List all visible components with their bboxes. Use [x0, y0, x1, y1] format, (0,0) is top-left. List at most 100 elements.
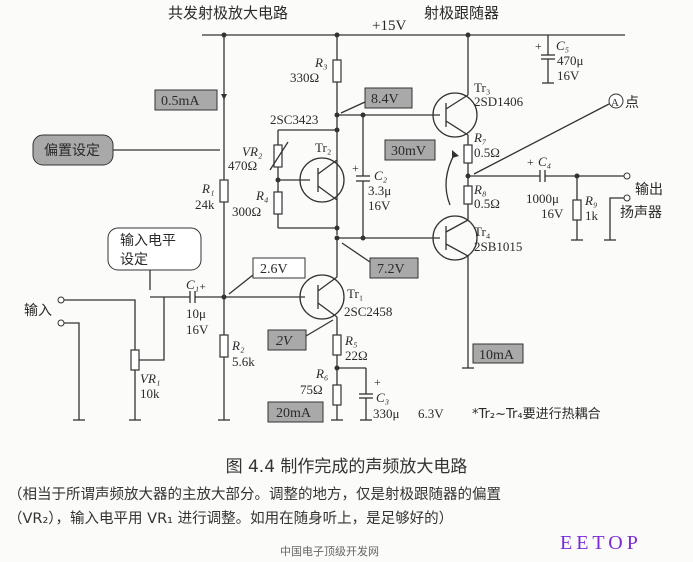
current-0-5ma: 0.5mA: [161, 94, 200, 109]
voltage-box-2-6v: [252, 257, 306, 279]
resistor-r8: [463, 185, 473, 205]
transistor-tr1: [299, 274, 345, 320]
point-a-letter: A: [611, 97, 619, 109]
r6-value: 75Ω: [300, 382, 323, 397]
junction: [360, 235, 366, 241]
vr2-arrow: [269, 141, 289, 171]
tr3-part: 2SD1406: [474, 94, 524, 109]
r9-value: 1k: [585, 208, 599, 223]
output-terminal: [623, 194, 631, 202]
bias-setting-text: 偏置设定: [44, 143, 100, 159]
point-a-label: 点: [625, 95, 639, 111]
pointer-line: [228, 274, 254, 295]
tr3-name: Tr₃: [474, 80, 490, 95]
current-10ma: 10mA: [479, 348, 515, 363]
c4-voltage: 16V: [541, 206, 564, 221]
resistor-r6: [332, 384, 342, 406]
r3-value: 330Ω: [290, 70, 319, 85]
tr2-emitter: [317, 185, 338, 201]
vr2-value: 470Ω: [228, 158, 257, 173]
plus-sign: +: [535, 39, 542, 53]
wire: [64, 299, 136, 350]
c5-name: C₅: [556, 38, 569, 53]
speaker-label: 扬声器: [620, 205, 662, 221]
variable-resistor-vr2: [273, 144, 283, 168]
point-a-marker: [608, 93, 624, 109]
tr1-part: 2SC2458: [344, 304, 392, 319]
vr1-wiper: [139, 297, 165, 361]
tr2-part: 2SC3423: [270, 112, 318, 127]
heading-supply: +15V: [372, 18, 406, 34]
caption-note-line-1: （相当于所谓声频放大器的主放大部分。调整的地方，仅是射极跟随器的偏置: [8, 487, 501, 503]
voltage-8-4v: 8.4V: [371, 92, 399, 107]
circuit-schematic: 共发射极放大电路 +15V 射极跟随器 R₁ 24k R₂ 5.6k R₃ 33…: [24, 4, 663, 423]
r3-name: R₃: [314, 55, 327, 70]
resistor-r4: [273, 191, 283, 215]
tr1-emitter: [317, 302, 338, 318]
r4-value: 300Ω: [232, 204, 261, 219]
resistor-r1: [219, 179, 229, 203]
r7-value: 0.5Ω: [474, 145, 500, 160]
wire: [609, 197, 624, 240]
input-level-text-1: 输入电平: [120, 233, 176, 249]
r8-value: 0.5Ω: [474, 196, 500, 211]
r7-name: R₇: [473, 130, 487, 145]
r9-name: R₉: [584, 193, 597, 208]
variable-resistor-vr1: [130, 349, 140, 371]
output-label: 输出: [635, 182, 663, 198]
c3-name: C₃: [376, 390, 389, 405]
voltage-30mv: 30mV: [391, 144, 426, 159]
vr2-name: VR₂: [242, 144, 263, 159]
voltage-7-2v: 7.2V: [377, 262, 405, 277]
c1-voltage: 16V: [186, 322, 209, 337]
input-label: 输入: [24, 303, 52, 319]
c1-value: 10μ: [186, 306, 206, 321]
tr2-name: Tr₂: [315, 140, 331, 155]
plus-sign: +: [527, 155, 534, 169]
transistor-tr2: [299, 157, 345, 203]
voltage-box-30mv: [384, 139, 436, 161]
heading-emitter-follower: 射极跟随器: [424, 4, 499, 22]
input-terminal: [57, 319, 65, 327]
tr4-emitter: [445, 219, 469, 233]
c5-voltage: 16V: [557, 68, 580, 83]
input-level-text-2: 设定: [120, 252, 148, 268]
current-box-10ma: [472, 343, 524, 364]
arrow-icon: [221, 94, 227, 100]
r4-name: R₄: [255, 188, 269, 203]
transistor-tr4: [432, 215, 478, 261]
c2-value: 3.3μ: [368, 183, 391, 198]
tr4-name: Tr₄: [474, 224, 491, 239]
input-level-callout: [107, 227, 202, 271]
r1-value: 24k: [195, 197, 215, 212]
r8-name: R₈: [473, 182, 487, 197]
tr4-collector: [445, 243, 469, 257]
c5-value: 470μ: [557, 53, 584, 68]
c3-voltage: 6.3V: [418, 406, 444, 421]
bias-arrow-curve: [445, 152, 456, 206]
current-20ma: 20mA: [276, 406, 312, 421]
vr1-name: VR₁: [140, 371, 160, 386]
r2-name: R₂: [231, 338, 245, 353]
resistor-r2: [219, 334, 229, 358]
figure-caption: 图 4.4 制作完成的声频放大电路: [225, 457, 468, 477]
c2-name: C₂: [374, 168, 388, 183]
transistor-tr3: [432, 92, 478, 138]
junction: [360, 112, 366, 118]
thermal-note: *Tr₂~Tr₄要进行热耦合: [472, 407, 601, 422]
tr3-collector: [445, 94, 469, 110]
arrow-icon: [452, 150, 459, 158]
current-box-20ma: [267, 401, 324, 423]
current-box-0-5ma: [154, 89, 218, 111]
tr3-emitter: [445, 120, 469, 136]
r6-name: R₆: [315, 366, 328, 381]
heading-ce-amp: 共发射极放大电路: [168, 4, 288, 22]
voltage-2-6v: 2.6V: [260, 262, 288, 277]
wire: [64, 322, 80, 420]
resistor-r7: [463, 144, 473, 164]
voltage-box-8-4v: [364, 87, 413, 109]
tr1-collector: [317, 276, 338, 292]
pointer-line: [473, 103, 610, 175]
voltage-box-7-2v: [369, 257, 419, 279]
watermark-brand: EETOP: [560, 532, 642, 554]
